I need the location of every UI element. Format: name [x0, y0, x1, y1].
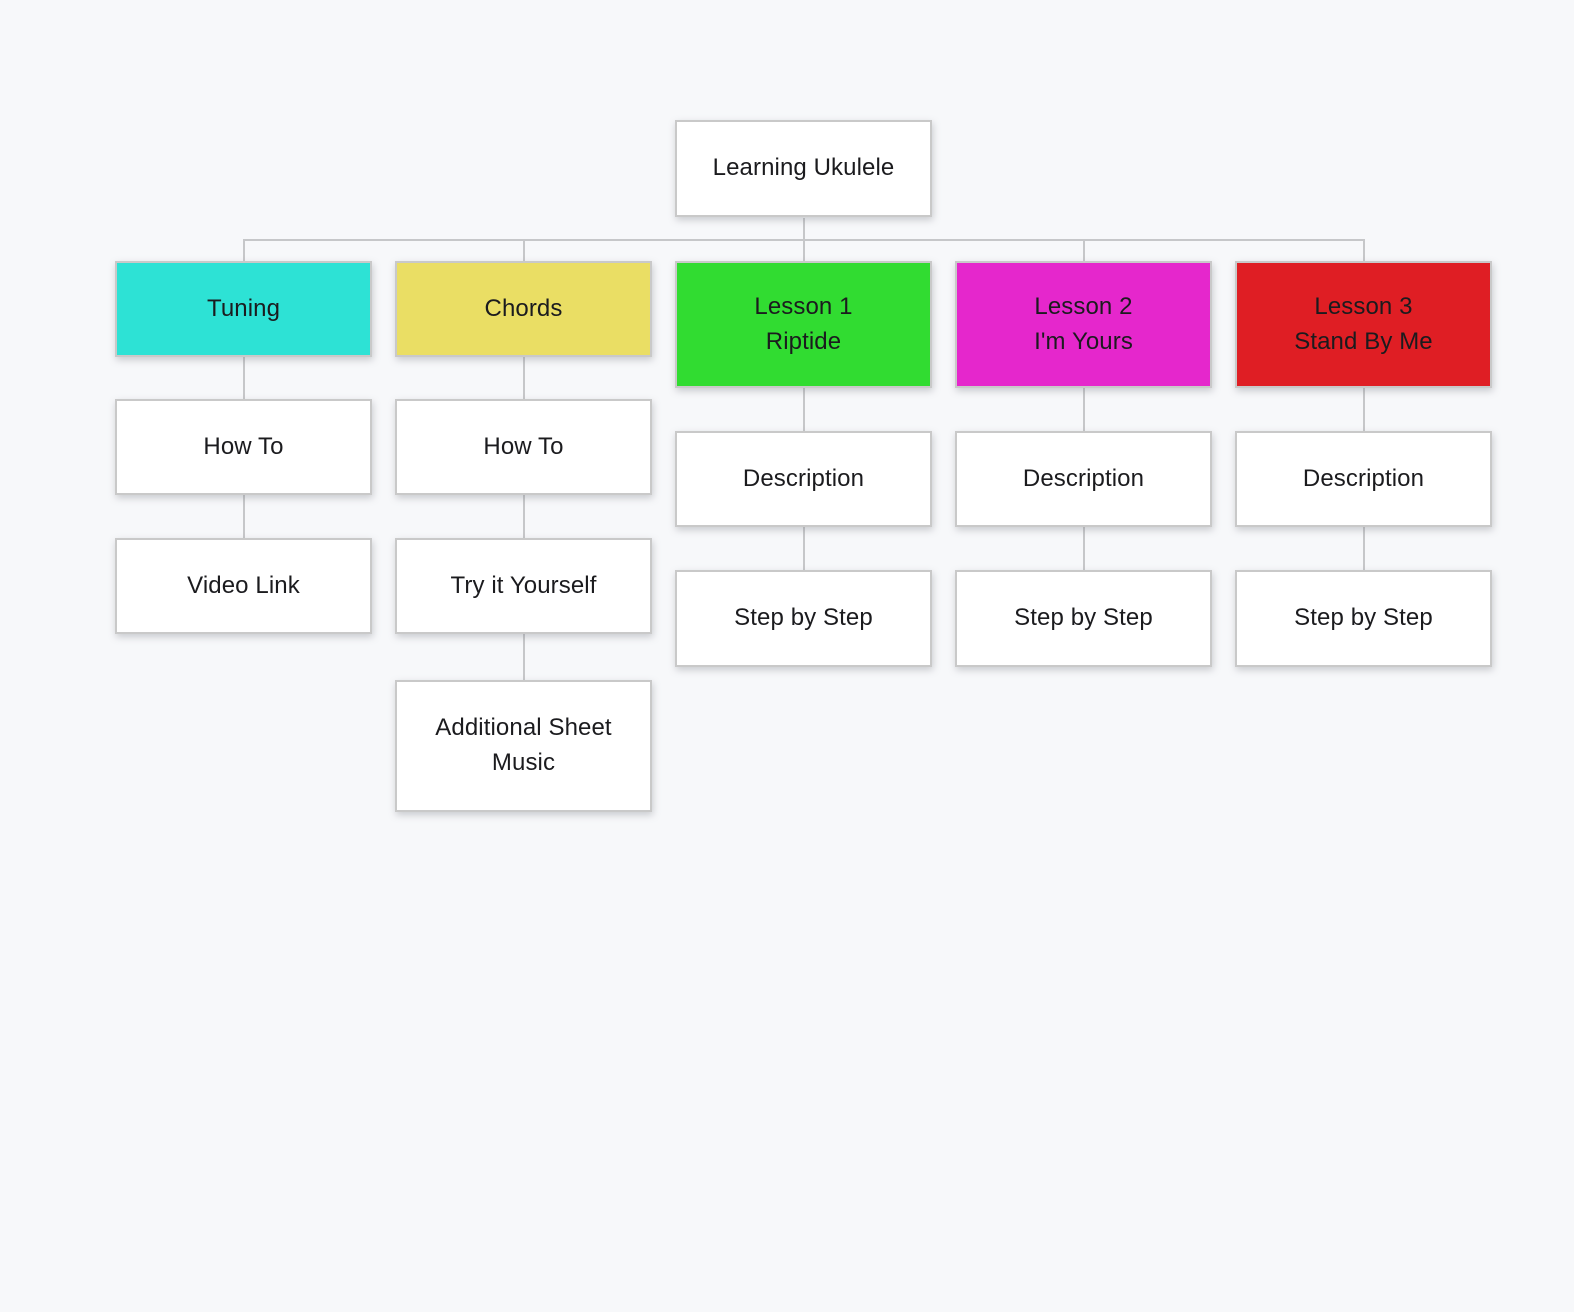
- node-chords-how-to[interactable]: How To: [395, 399, 652, 495]
- node-lesson-2-step-by-step[interactable]: Step by Step: [955, 570, 1212, 667]
- connector-description3-step: [1363, 527, 1365, 570]
- node-label: Try it Yourself: [450, 571, 597, 599]
- node-label: Lesson 3 Stand By Me: [1294, 292, 1433, 355]
- node-label: Learning Ukulele: [712, 154, 895, 182]
- connector-root-to-bus: [803, 218, 805, 240]
- node-label: Description: [1022, 464, 1145, 492]
- connector-lesson3-description: [1363, 388, 1365, 431]
- connector-drop-lesson-1: [803, 240, 805, 261]
- node-lesson-2-im-yours[interactable]: Lesson 2 I'm Yours: [955, 261, 1212, 388]
- node-learning-ukulele[interactable]: Learning Ukulele: [675, 120, 932, 217]
- connector-lesson1-description: [803, 388, 805, 431]
- connector-howto-videolink: [243, 495, 245, 538]
- node-label: How To: [483, 432, 564, 460]
- node-chords-additional-sheet-music[interactable]: Additional Sheet Music: [395, 680, 652, 812]
- node-label: Lesson 2 I'm Yours: [1034, 292, 1133, 355]
- node-lesson-2-description[interactable]: Description: [955, 431, 1212, 527]
- node-label: Chords: [484, 294, 563, 322]
- connector-description1-step: [803, 527, 805, 570]
- node-label: Step by Step: [734, 604, 873, 632]
- node-tuning-video-link[interactable]: Video Link: [115, 538, 372, 634]
- node-label: Description: [742, 464, 865, 492]
- connector-drop-tuning: [243, 240, 245, 261]
- node-label: Description: [1302, 464, 1425, 492]
- node-label: Video Link: [187, 571, 300, 599]
- connector-drop-lesson-2: [1083, 240, 1085, 261]
- node-lesson-1-riptide[interactable]: Lesson 1 Riptide: [675, 261, 932, 388]
- node-label: Lesson 1 Riptide: [754, 292, 853, 355]
- node-label: Step by Step: [1294, 604, 1433, 632]
- node-tuning-how-to[interactable]: How To: [115, 399, 372, 495]
- node-chords[interactable]: Chords: [395, 261, 652, 357]
- node-lesson-3-description[interactable]: Description: [1235, 431, 1492, 527]
- node-label: Additional Sheet Music: [435, 714, 612, 776]
- node-chords-try-it-yourself[interactable]: Try it Yourself: [395, 538, 652, 634]
- node-label: Tuning: [206, 294, 281, 322]
- node-label: How To: [203, 432, 284, 460]
- connector-tryit-sheetmusic: [523, 634, 525, 680]
- connector-lesson2-description: [1083, 388, 1085, 431]
- connector-howto-tryit: [523, 495, 525, 538]
- node-lesson-3-step-by-step[interactable]: Step by Step: [1235, 570, 1492, 667]
- connector-drop-lesson-3: [1363, 240, 1365, 261]
- node-label: Step by Step: [1014, 604, 1153, 632]
- connector-chords-howto: [523, 357, 525, 399]
- node-lesson-1-step-by-step[interactable]: Step by Step: [675, 570, 932, 667]
- connector-description2-step: [1083, 527, 1085, 570]
- connector-drop-chords: [523, 240, 525, 261]
- node-tuning[interactable]: Tuning: [115, 261, 372, 357]
- connector-tuning-howto: [243, 357, 245, 399]
- node-lesson-3-stand-by-me[interactable]: Lesson 3 Stand By Me: [1235, 261, 1492, 388]
- node-lesson-1-description[interactable]: Description: [675, 431, 932, 527]
